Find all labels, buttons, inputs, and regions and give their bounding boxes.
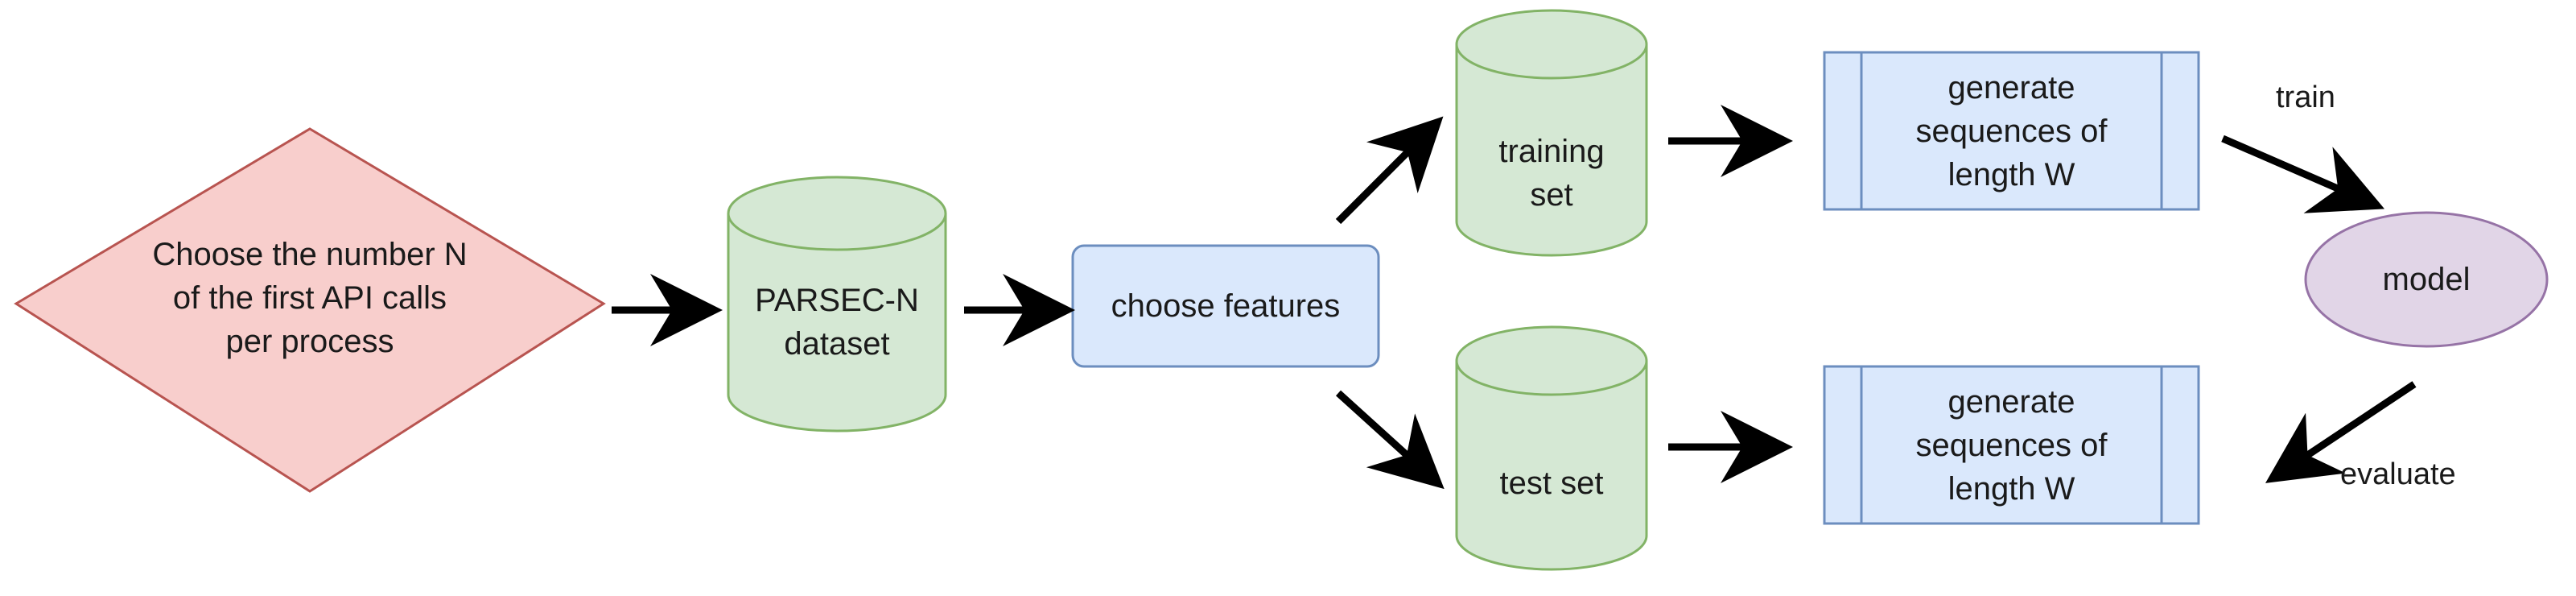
parsec-dataset-label: PARSEC-N dataset [755, 283, 919, 362]
generate-sequences-test-label: generate sequences of length W [1915, 383, 2108, 507]
training-set-label: training set [1498, 134, 1605, 213]
training-set-cylinder [1455, 9, 1648, 257]
arrow-genseq-to-model [2221, 135, 2385, 213]
test-set-cylinder [1455, 325, 1648, 571]
arrow-model-to-genseq-test [2265, 381, 2417, 483]
edge-label-train: train [2276, 81, 2335, 114]
generate-sequences-test-box [1823, 365, 2200, 525]
arrow-features-to-training [1335, 116, 1444, 225]
arrow-features-to-test [1335, 390, 1445, 490]
model-label: model [2382, 262, 2471, 297]
generate-sequences-train-box [1823, 51, 2200, 211]
choose-features-label: choose features [1111, 288, 1341, 324]
generate-sequences-train-label: generate sequences of length W [1915, 69, 2108, 192]
model-ellipse [2304, 211, 2549, 348]
test-set-label: test set [1499, 466, 1604, 501]
edge-label-evaluate: evaluate [2340, 457, 2456, 491]
parsec-dataset-cylinder [727, 176, 947, 433]
choose-n-label: Choose the number N of the first API cal… [152, 237, 468, 359]
choose-n-diamond [14, 127, 606, 493]
